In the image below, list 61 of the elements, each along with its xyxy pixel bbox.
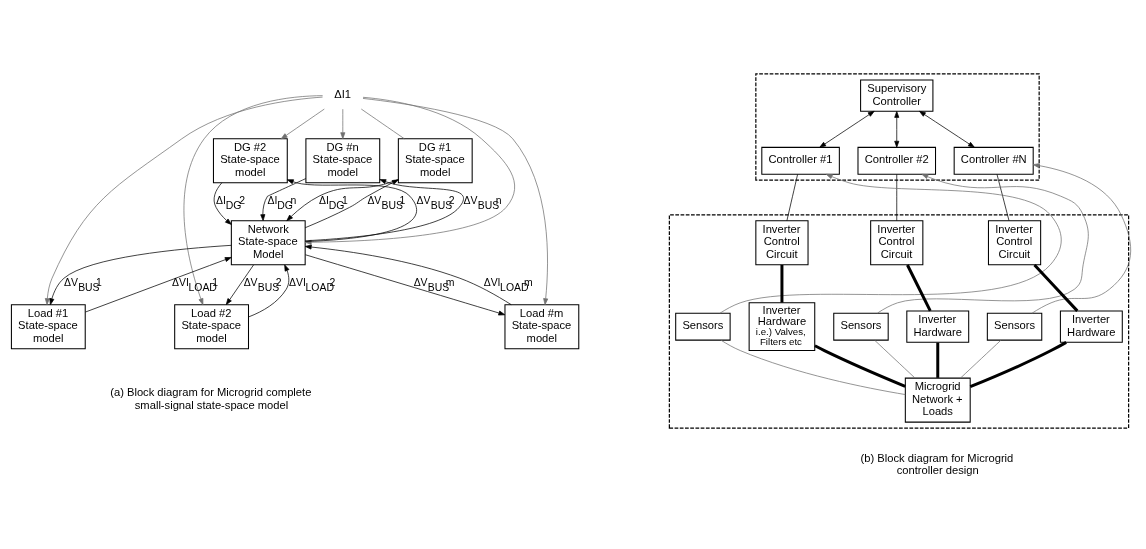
node-box: Sensors — [833, 312, 889, 341]
node-box: Inverter Hardware — [906, 310, 970, 343]
connector — [960, 339, 1002, 379]
arrow — [819, 110, 875, 148]
arrow — [280, 108, 325, 140]
connector — [936, 342, 940, 378]
connector — [360, 108, 405, 140]
arrow — [1031, 163, 1132, 314]
arrow — [44, 96, 323, 305]
arrow — [894, 111, 900, 148]
node-box: Load #2 State-space model — [174, 304, 249, 350]
arrow — [260, 178, 307, 221]
node-box: DG #n State-space model — [305, 138, 381, 184]
label: (b) Block diagram for Microgrid controller design — [860, 451, 1014, 477]
node-box: Network State-space Model — [230, 220, 306, 266]
node-box: Controller #1 — [761, 146, 840, 175]
cluster — [668, 214, 1130, 429]
node-box: Inverter Control Circuit — [987, 220, 1042, 266]
connector — [1033, 263, 1079, 312]
arrow — [248, 264, 290, 318]
arrow — [919, 110, 975, 148]
arrow — [304, 244, 512, 306]
connector — [786, 174, 798, 222]
node-box: Load #1 State-space model — [10, 304, 86, 350]
node-box: Inverter Hardware i.e.) Valves, Filters etc — [748, 302, 816, 352]
arrow — [304, 179, 464, 242]
arrow — [49, 244, 232, 306]
connector — [969, 341, 1067, 389]
node-box: Sensors — [986, 312, 1043, 341]
arrow — [286, 179, 417, 242]
node-box: Controller #2 — [857, 146, 937, 175]
arrow — [286, 179, 399, 222]
label: (a) Block diagram for Microgrid complete small-signal state-space model — [110, 386, 312, 412]
node-box: Inverter Control Circuit — [755, 220, 809, 266]
connector — [874, 339, 916, 379]
arrow — [183, 95, 323, 306]
node-text: ΔI1 — [334, 88, 352, 101]
arrow — [85, 257, 232, 313]
node-box: DG #1 State-space model — [397, 138, 473, 184]
node-box: Inverter Hardware — [1059, 310, 1123, 343]
node-box: Controller #N — [953, 146, 1034, 175]
arrow — [304, 179, 399, 229]
connector — [896, 174, 898, 222]
arrow — [213, 182, 232, 225]
node-box: Load #m State-space model — [504, 304, 580, 350]
connector — [996, 174, 1010, 222]
node-box: Inverter Control Circuit — [870, 220, 924, 266]
connector — [720, 339, 906, 395]
arrow — [719, 173, 1062, 314]
connector — [814, 344, 906, 388]
arrow — [877, 173, 1089, 314]
connector — [906, 264, 932, 312]
arrow — [340, 108, 346, 140]
arrow — [305, 254, 506, 316]
arrow — [225, 264, 254, 305]
node-box: Microgrid Network + Loads — [904, 377, 971, 423]
connector — [780, 265, 784, 303]
arrow — [362, 98, 549, 305]
node-box: DG #2 State-space model — [212, 138, 288, 184]
node-box: Supervisory Controller — [860, 79, 934, 112]
node-box: Sensors — [675, 312, 731, 341]
